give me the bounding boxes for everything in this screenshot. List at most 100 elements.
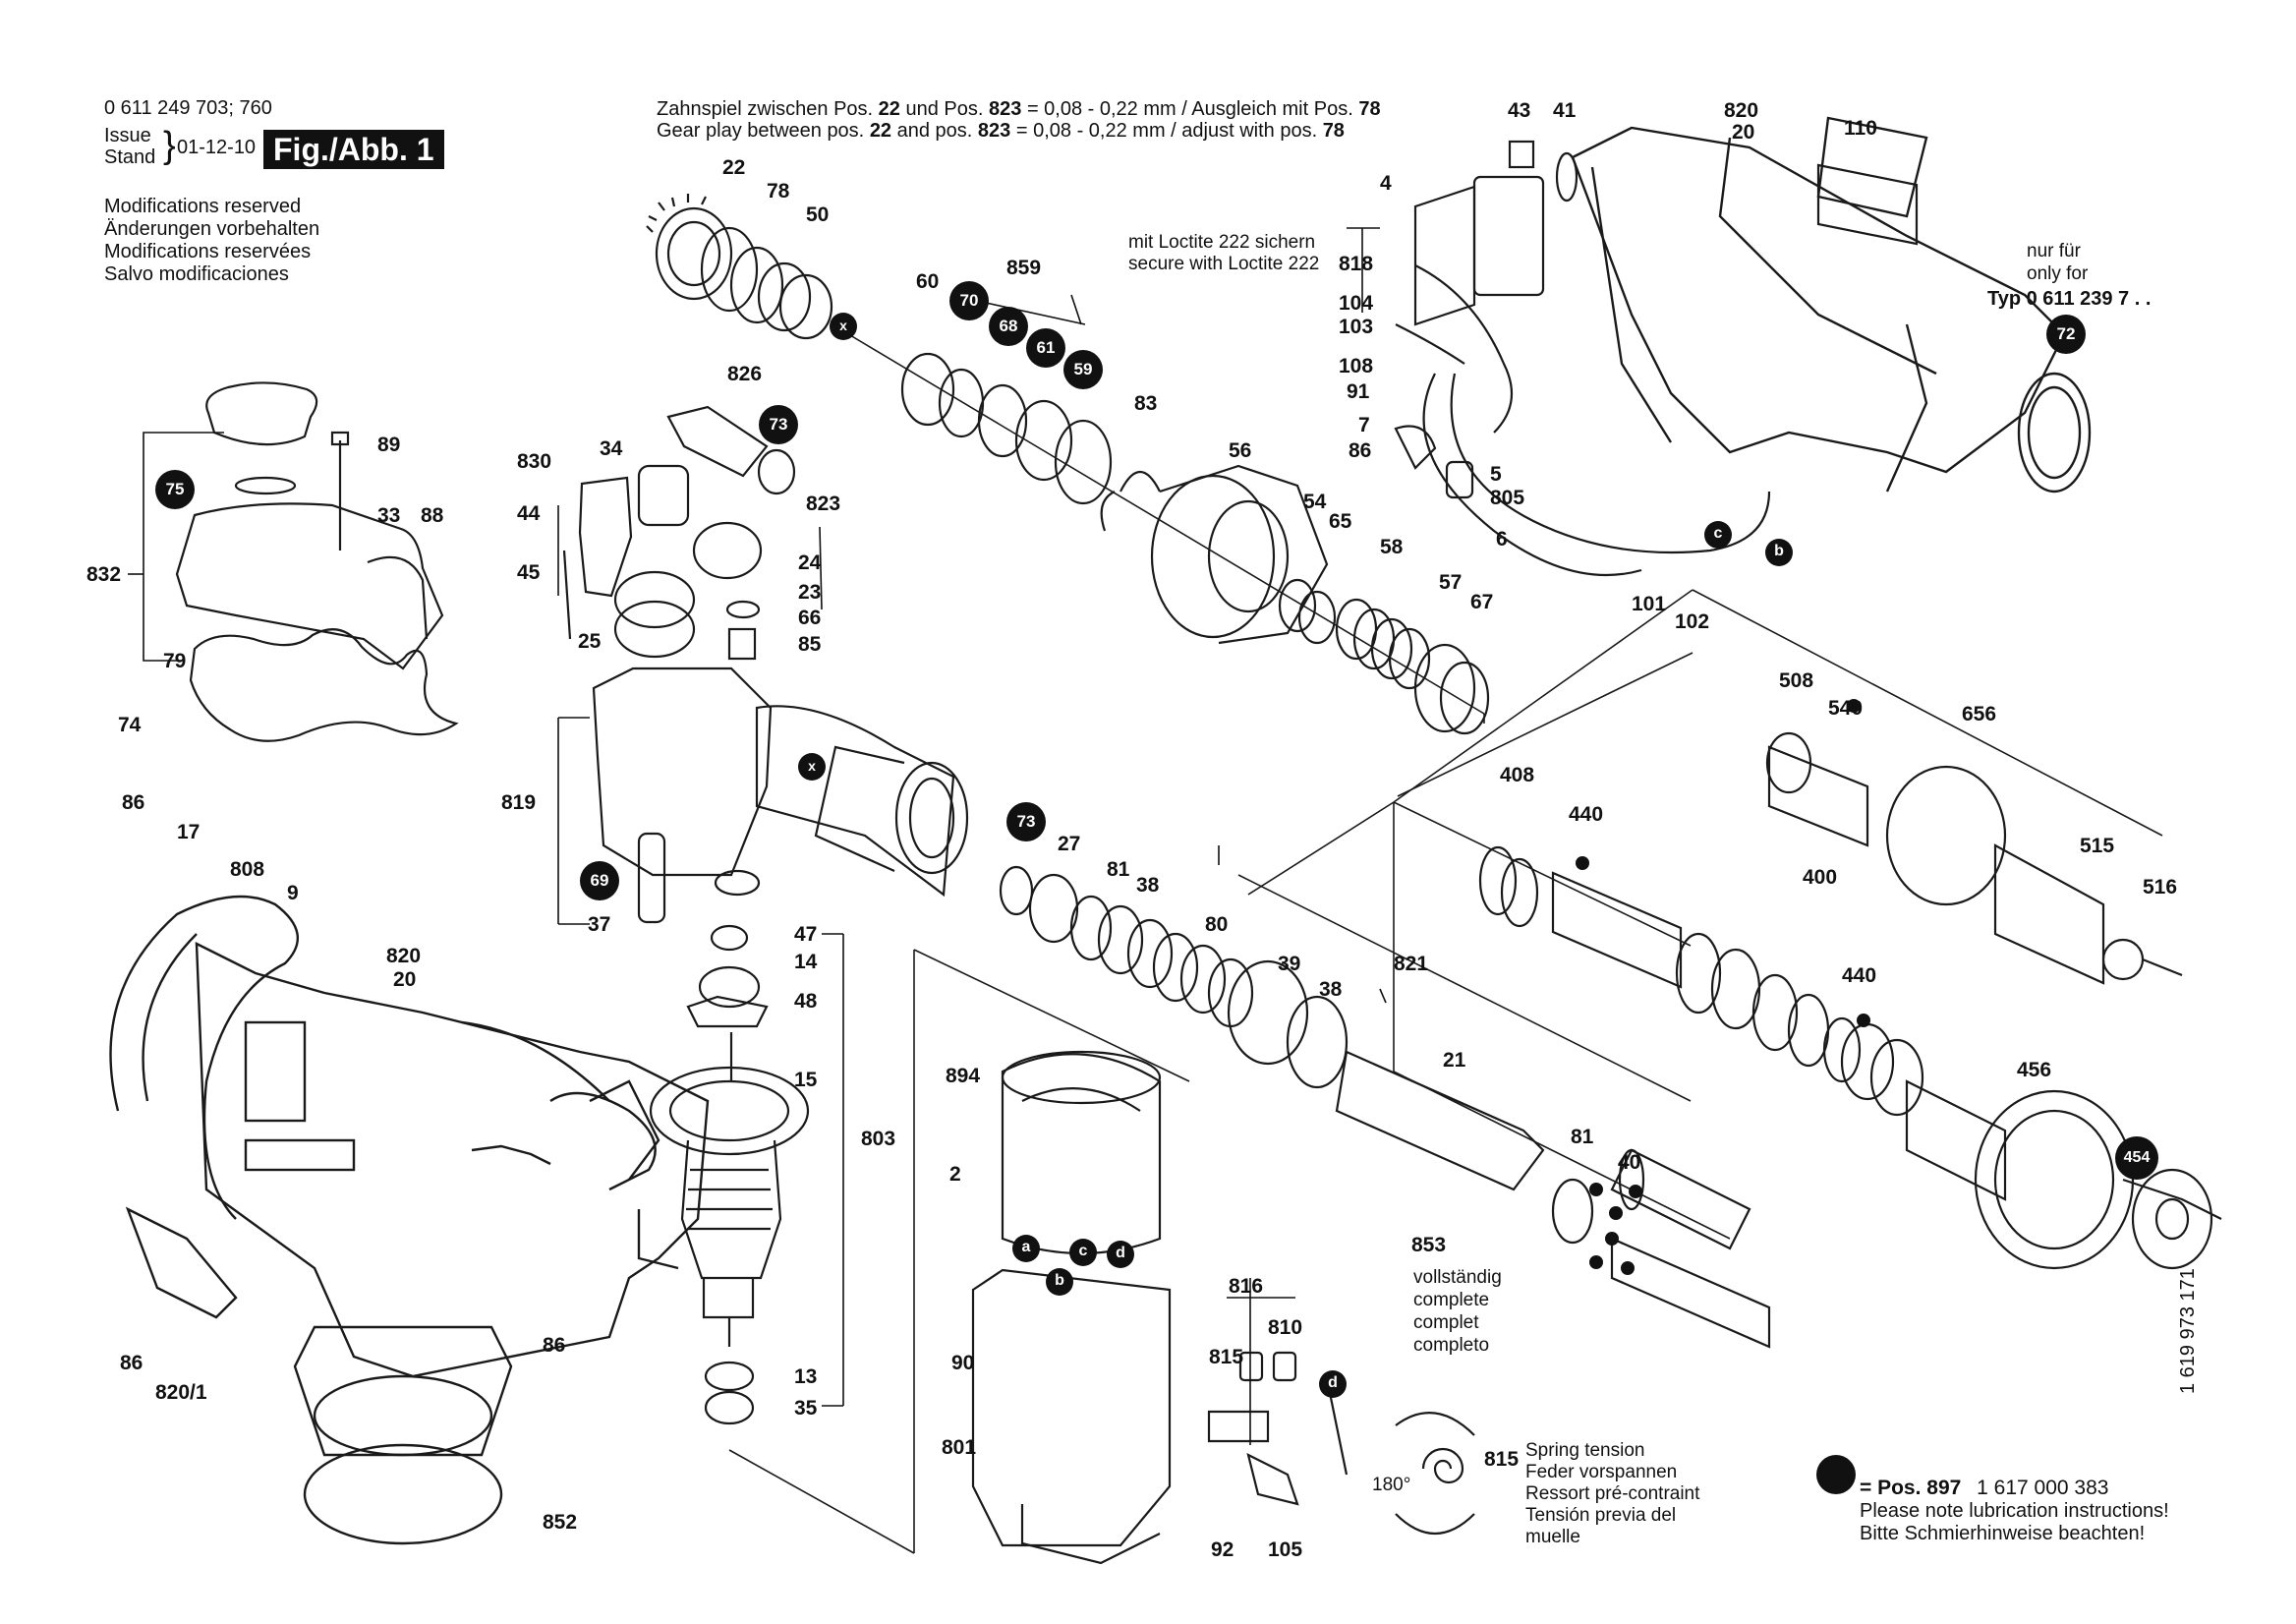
label-91: 91 (1347, 380, 1370, 403)
label-852: 852 (543, 1511, 578, 1534)
label-815-a: 815 (1209, 1346, 1244, 1368)
sds-chuck-group (1840, 1022, 2222, 1270)
connector-b-lower: b (1046, 1268, 1073, 1296)
label-80: 80 (1205, 913, 1229, 936)
label-79: 79 (163, 650, 187, 672)
label-86-d: 86 (1349, 439, 1372, 462)
lubrication-pos: = Pos. 897 (1860, 1477, 1962, 1499)
stator-group (971, 1050, 1172, 1565)
label-5: 5 (1490, 463, 1502, 486)
only-for-type: Typ 0 611 239 7 . . (1987, 288, 2152, 310)
label-9: 9 (287, 882, 299, 904)
badge-61: 61 (1026, 328, 1065, 368)
spring-note-fr: Ressort pré-contraint (1525, 1483, 1700, 1504)
loctite-note-de: mit Loctite 222 sichern (1128, 232, 1316, 253)
label-74: 74 (118, 714, 142, 736)
connector-d-right: d (1319, 1370, 1347, 1398)
badge-73-upper: 73 (759, 405, 798, 444)
nameplate-group (1816, 163, 1919, 246)
modifications-de: Änderungen vorbehalten (104, 218, 320, 240)
label-48: 48 (794, 990, 818, 1013)
label-400: 400 (1803, 866, 1838, 889)
gear-note-en-value: = 0,08 - 0,22 mm / adjust with pos. (1015, 120, 1318, 142)
brace: } (163, 125, 176, 166)
gear-note-en: Gear play between pos. 22 and pos. 823 =… (657, 120, 1345, 143)
badge-59: 59 (1063, 350, 1103, 389)
label-86-b: 86 (120, 1352, 144, 1374)
label-808: 808 (230, 858, 265, 881)
label-34: 34 (600, 437, 623, 460)
leader-lines (128, 227, 1387, 1445)
lubrication-en: Please note lubrication instructions! (1860, 1500, 2169, 1522)
label-803: 803 (861, 1128, 896, 1150)
label-816: 816 (1229, 1275, 1264, 1298)
label-456: 456 (2017, 1059, 2052, 1081)
label-89: 89 (377, 434, 401, 456)
lubrication-code: 1 617 000 383 (1977, 1477, 2109, 1499)
label-853: 853 (1411, 1234, 1447, 1256)
label-820-lower: 820 (386, 945, 422, 967)
switch-group (1394, 140, 1578, 499)
only-for-de: nur für (2027, 241, 2081, 261)
label-101: 101 (1632, 593, 1667, 615)
label-108: 108 (1339, 355, 1374, 377)
label-35: 35 (794, 1397, 818, 1420)
upper-housing-group (1571, 116, 2092, 493)
spring-note-es: Tensión previa del (1525, 1505, 1677, 1526)
label-86-c: 86 (543, 1334, 566, 1357)
label-104: 104 (1339, 292, 1374, 315)
spring-angle: 180° (1372, 1475, 1411, 1495)
label-826: 826 (727, 363, 763, 385)
gear-note-en-pos-b: 823 (977, 120, 1011, 142)
label-92: 92 (1211, 1538, 1234, 1561)
connector-a: a (1012, 1235, 1040, 1262)
modifications-fr: Modifications reservées (104, 241, 312, 262)
spring-group (1335, 598, 1490, 735)
badge-69: 69 (580, 861, 619, 900)
label-540: 540 (1828, 697, 1864, 720)
label-37: 37 (588, 913, 611, 936)
complete-es: completo (1413, 1335, 1490, 1356)
label-47: 47 (794, 923, 818, 946)
label-43: 43 (1508, 99, 1531, 122)
label-13: 13 (794, 1365, 818, 1388)
chuck-assembly-group (1478, 731, 2183, 1083)
label-56: 56 (1229, 439, 1252, 462)
label-820-upper: 820 (1724, 99, 1759, 122)
connector-c-lower: c (1069, 1239, 1097, 1266)
gear-note-en-pos-a: 22 (869, 120, 892, 142)
label-21: 21 (1443, 1049, 1466, 1072)
label-820-1: 820/1 (155, 1381, 207, 1404)
label-57: 57 (1439, 571, 1463, 594)
part-number: 0 611 249 703; 760 (104, 97, 272, 119)
label-801: 801 (942, 1436, 977, 1459)
label-17: 17 (177, 821, 201, 843)
label-102: 102 (1675, 610, 1710, 633)
cable-group (1422, 373, 1771, 577)
label-408: 408 (1500, 764, 1535, 786)
label-2: 2 (949, 1163, 961, 1186)
label-33: 33 (377, 504, 401, 527)
label-830: 830 (517, 450, 552, 473)
brush-holder-group (1207, 1351, 1349, 1506)
label-14: 14 (794, 951, 818, 973)
label-110: 110 (1844, 117, 1877, 140)
figure-label: Fig./Abb. 1 (263, 130, 444, 169)
gear-train-group (562, 405, 796, 661)
label-440-b: 440 (1842, 964, 1877, 987)
lubrication-de: Bitte Schmierhinweise beachten! (1860, 1523, 2146, 1544)
badge-68: 68 (989, 307, 1028, 346)
label-6: 6 (1496, 528, 1508, 551)
connector-x-lower: x (798, 753, 826, 781)
label-60: 60 (916, 270, 940, 293)
gear-note-pos-a: 22 (878, 98, 900, 120)
label-41: 41 (1553, 99, 1577, 122)
guide-lines (728, 331, 2163, 1554)
loctite-note-en: secure with Loctite 222 (1128, 254, 1320, 274)
seal-group (900, 352, 1337, 645)
label-508: 508 (1779, 669, 1814, 692)
complete-de: vollständig (1413, 1267, 1502, 1288)
label-818: 818 (1339, 253, 1374, 275)
label-516: 516 (2143, 876, 2178, 899)
